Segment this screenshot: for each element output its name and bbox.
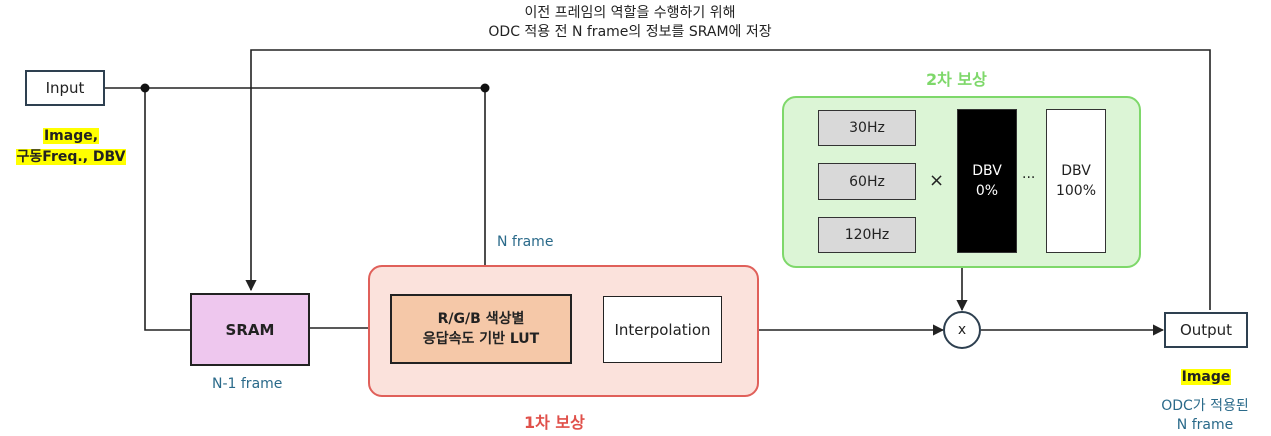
output-caption-line2: N frame bbox=[1176, 417, 1234, 433]
n-frame-label: N frame bbox=[497, 234, 554, 250]
lut-line1: R/G/B 색상별 bbox=[437, 311, 525, 327]
freq-30hz-label: 30Hz bbox=[849, 120, 885, 136]
freq-30hz-box: 30Hz bbox=[818, 110, 916, 146]
interpolation-box: Interpolation bbox=[603, 296, 722, 363]
junction-dot-left bbox=[140, 83, 150, 93]
times-symbol: × bbox=[929, 170, 945, 191]
output-data-label: Image bbox=[1180, 369, 1232, 385]
output-caption-line1: ODC가 적용된 bbox=[1161, 398, 1249, 414]
freq-120hz-box: 120Hz bbox=[818, 217, 916, 253]
input-label: Input bbox=[45, 79, 85, 97]
output-caption: ODC가 적용된 N frame bbox=[1140, 397, 1270, 435]
output-box: Output bbox=[1164, 312, 1248, 348]
dbv-0-box: DBV 0% bbox=[957, 109, 1017, 253]
stage1-title: 1차 보상 bbox=[524, 413, 585, 432]
input-data-line2: 구동Freq., DBV bbox=[15, 149, 127, 165]
lut-line2: 응답속도 기반 LUT bbox=[422, 331, 540, 347]
interpolation-label: Interpolation bbox=[614, 320, 711, 339]
dbv-0-line2: 0% bbox=[975, 183, 999, 199]
top-annotation-line2: ODC 적용 전 N frame의 정보를 SRAM에 저장 bbox=[488, 24, 772, 40]
freq-120hz-label: 120Hz bbox=[844, 227, 890, 243]
sram-caption: N-1 frame bbox=[212, 376, 283, 392]
stage2-title: 2차 보상 bbox=[926, 70, 987, 89]
output-data-note: Image bbox=[1160, 366, 1252, 387]
junction-dot-right bbox=[480, 83, 490, 93]
top-annotation: 이전 프레임의 역할을 수행하기 위해 ODC 적용 전 N frame의 정보… bbox=[420, 4, 840, 42]
dbv-100-box: DBV 100% bbox=[1046, 109, 1106, 253]
input-box: Input bbox=[25, 70, 105, 106]
top-annotation-line1: 이전 프레임의 역할을 수행하기 위해 bbox=[524, 5, 736, 21]
dbv-100-line1: DBV bbox=[1061, 163, 1091, 179]
multiplier-label: x bbox=[957, 322, 967, 338]
sram-box: SRAM bbox=[190, 293, 310, 366]
ellipsis: ··· bbox=[1022, 170, 1036, 186]
input-data-note: Image, 구동Freq., DBV bbox=[5, 125, 137, 167]
freq-60hz-label: 60Hz bbox=[849, 173, 885, 190]
input-data-line1: Image, bbox=[42, 128, 100, 144]
sram-label: SRAM bbox=[225, 320, 275, 339]
dbv-0-line1: DBV bbox=[972, 163, 1002, 179]
multiplier-node: x bbox=[943, 311, 981, 349]
lut-box: R/G/B 색상별 응답속도 기반 LUT bbox=[390, 294, 572, 364]
output-label: Output bbox=[1179, 321, 1233, 339]
freq-60hz-box: 60Hz bbox=[818, 163, 916, 200]
dbv-100-line2: 100% bbox=[1055, 183, 1097, 199]
